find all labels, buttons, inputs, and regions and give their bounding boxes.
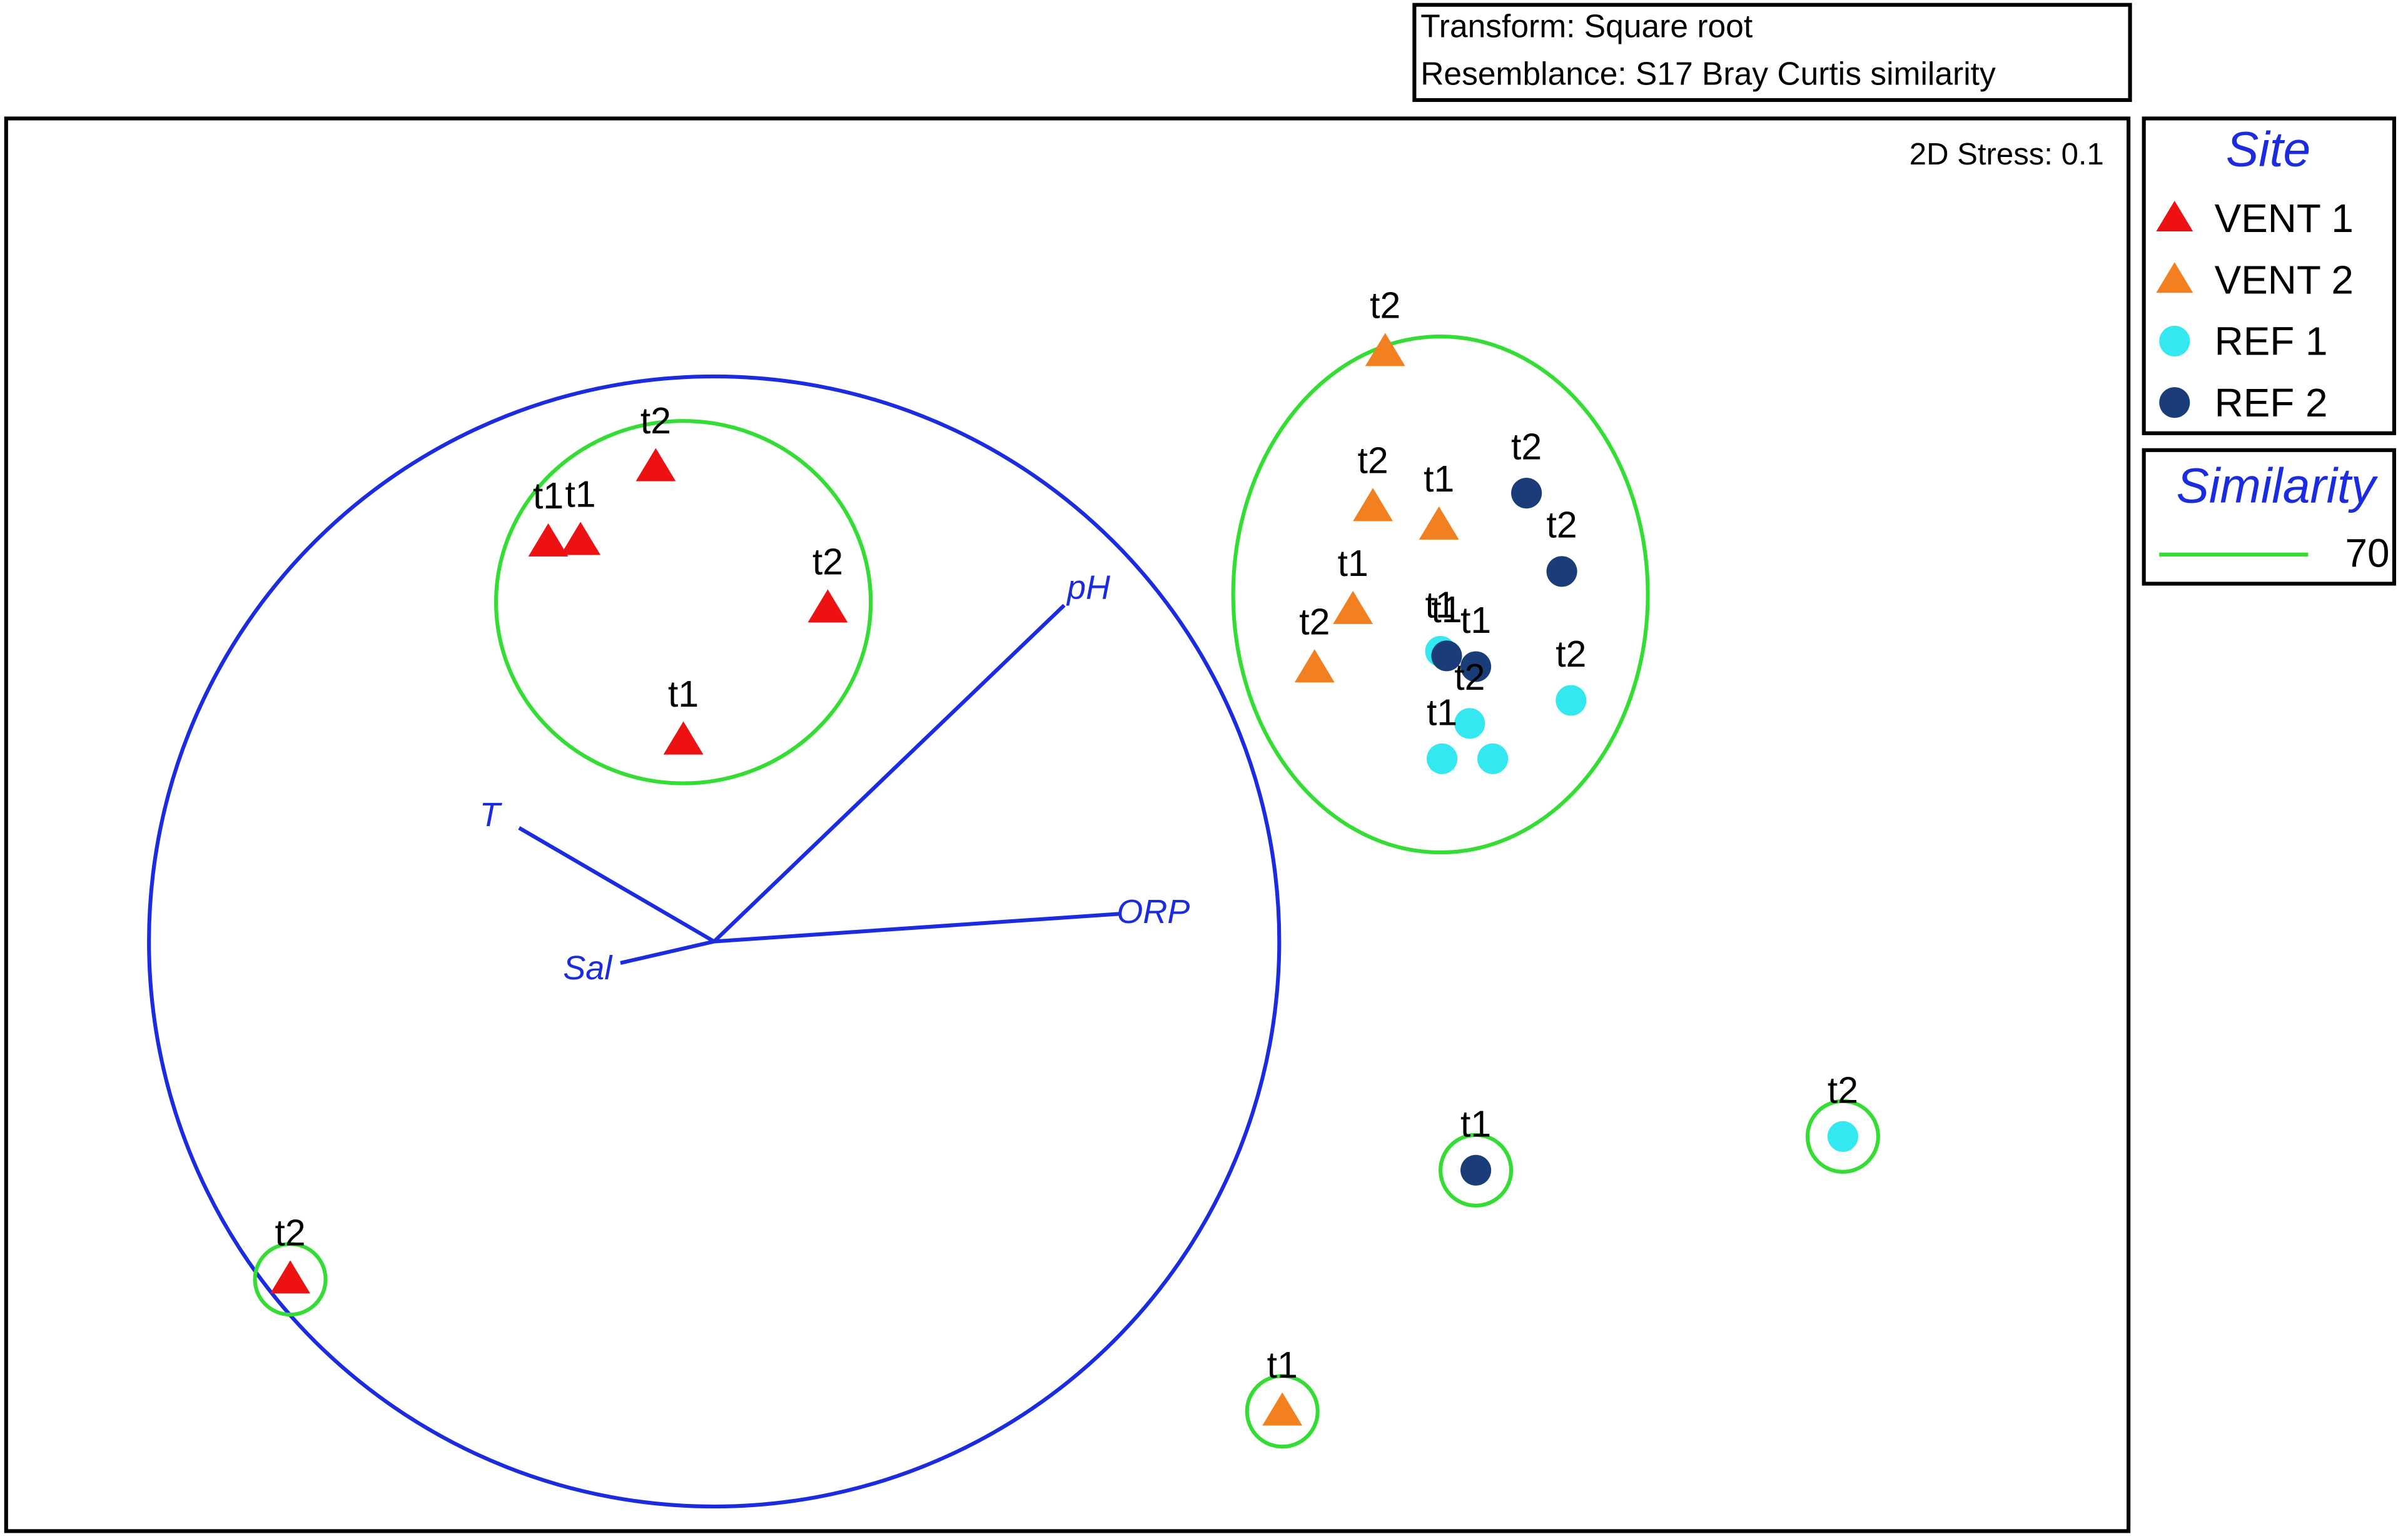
vent-1-point-5 (663, 721, 704, 755)
ref-1-point-6 (1827, 1121, 1858, 1152)
site-legend: Site VENT 1 VENT 2 REF 1 REF 2 (2142, 116, 2396, 435)
vector-line-sal (620, 939, 715, 965)
ref-2-point-label-1: t2 (1511, 427, 1542, 468)
info-box: Transform: Square root Resemblance: S17 … (1412, 3, 2132, 103)
legend-marker-vent-1 (2156, 201, 2193, 232)
similarity-legend: Similarity 70 (2142, 448, 2396, 586)
ref-2-point-label-4: t1 (1460, 600, 1491, 641)
vent-1-point-label-2: t1 (533, 476, 564, 517)
site-legend-frame (2142, 116, 2396, 435)
vent-1-point-label-6: t2 (275, 1213, 305, 1254)
vent-2-point-label-2: t2 (1358, 441, 1389, 482)
vector-reference-circle (147, 374, 1282, 1509)
legend-marker-ref-2 (2159, 387, 2190, 418)
vent-1-point-4 (807, 589, 848, 623)
ref-2-point-label-3: t1 (1431, 590, 1462, 630)
vent-2-point-label-6: t1 (1267, 1345, 1298, 1386)
vent-1-point-6 (270, 1260, 310, 1294)
legend-label-vent-1: VENT 1 (2215, 196, 2354, 241)
vector-label-t: T (480, 796, 503, 834)
legend-marker-ref-1 (2159, 325, 2190, 357)
ref-1-point-2 (1556, 685, 1587, 716)
vent-1-point-3 (560, 522, 601, 555)
vent-2-point-label-1: t2 (1370, 286, 1400, 326)
vent-2-point-5 (1294, 649, 1335, 683)
ref-1-point-label-2: t2 (1556, 634, 1586, 675)
vent-1-point-label-5: t1 (668, 674, 699, 715)
vector-label-ph: pH (1066, 569, 1111, 607)
ref-2-point-2 (1546, 556, 1577, 587)
similarity-contour-4 (1245, 1374, 1320, 1449)
ref-1-point-label-3: t2 (1454, 657, 1485, 698)
ref-1-point-label-6: t2 (1828, 1070, 1858, 1111)
legend-label-ref-2: REF 2 (2215, 380, 2328, 425)
ref-1-point-5 (1477, 743, 1509, 774)
site-legend-items: VENT 1 VENT 2 REF 1 REF 2 (2156, 196, 2354, 425)
vent-2-point-4 (1333, 590, 1373, 624)
resemblance-label: Resemblance: S17 Bray Curtis similarity (1420, 55, 1996, 91)
legend-marker-vent-2 (2156, 262, 2193, 293)
site-legend-title: Site (2226, 122, 2310, 177)
ref-2-point-label-5: t1 (1460, 1104, 1491, 1144)
vent-1-point-1 (635, 448, 676, 482)
vent-1-point-label-4: t2 (812, 542, 843, 583)
ref-2-point-5 (1460, 1154, 1492, 1186)
vector-label-orp: ORP (1116, 893, 1190, 931)
similarity-contour-6 (1805, 1099, 1880, 1174)
similarity-legend-frame (2142, 448, 2396, 586)
similarity-contour-2 (1231, 335, 1650, 855)
similarity-contour-layer (253, 335, 1880, 1449)
legend-label-ref-1: REF 1 (2215, 319, 2328, 364)
similarity-contour-1 (494, 419, 873, 785)
vent-2-point-3 (1419, 506, 1459, 540)
vector-line-ph (712, 603, 1066, 943)
ref-2-point-3 (1431, 640, 1462, 672)
similarity-contour-3 (253, 1242, 328, 1317)
vent-2-point-label-3: t1 (1424, 459, 1454, 500)
similarity-legend-title: Similarity (2177, 458, 2379, 513)
similarity-contour-5 (1439, 1133, 1514, 1208)
vector-reference-circle-layer (147, 374, 1282, 1509)
vent-2-point-6 (1262, 1392, 1303, 1426)
plot-frame (4, 116, 2131, 1533)
ref-2-point-label-2: t2 (1547, 505, 1577, 546)
vent-2-point-1 (1365, 333, 1405, 366)
stress-label: 2D Stress: 0.1 (1910, 138, 2104, 171)
vector-label-sal: Sal (563, 949, 613, 987)
vent-1-point-label-3: t1 (565, 475, 596, 515)
vent-2-point-label-5: t2 (1299, 602, 1330, 642)
vent-1-point-label-1: t2 (640, 401, 671, 442)
ref-1-point-label-1: t1 (1425, 585, 1456, 625)
ref-1-point-4 (1427, 743, 1458, 774)
ref-2-point-1 (1511, 477, 1542, 509)
vent-2-point-label-4: t1 (1338, 543, 1368, 584)
vector-overlay-layer: pH T ORP Sal (480, 569, 1190, 987)
legend-label-vent-2: VENT 2 (2215, 257, 2354, 302)
vent-2-point-2 (1353, 488, 1394, 522)
vent-1-point-2 (528, 523, 569, 557)
transform-label: Transform: Square root (1420, 8, 1753, 44)
ref-2-point-4 (1460, 651, 1492, 682)
ref-1-point-label-4: t1 (1427, 692, 1457, 733)
vector-line-t (518, 826, 716, 944)
info-box-frame (1412, 3, 2132, 103)
similarity-legend-label: 70 (2345, 530, 2390, 575)
vector-line-orp (714, 912, 1120, 944)
ref-1-point-3 (1454, 708, 1485, 739)
data-point-layer (270, 333, 1858, 1426)
